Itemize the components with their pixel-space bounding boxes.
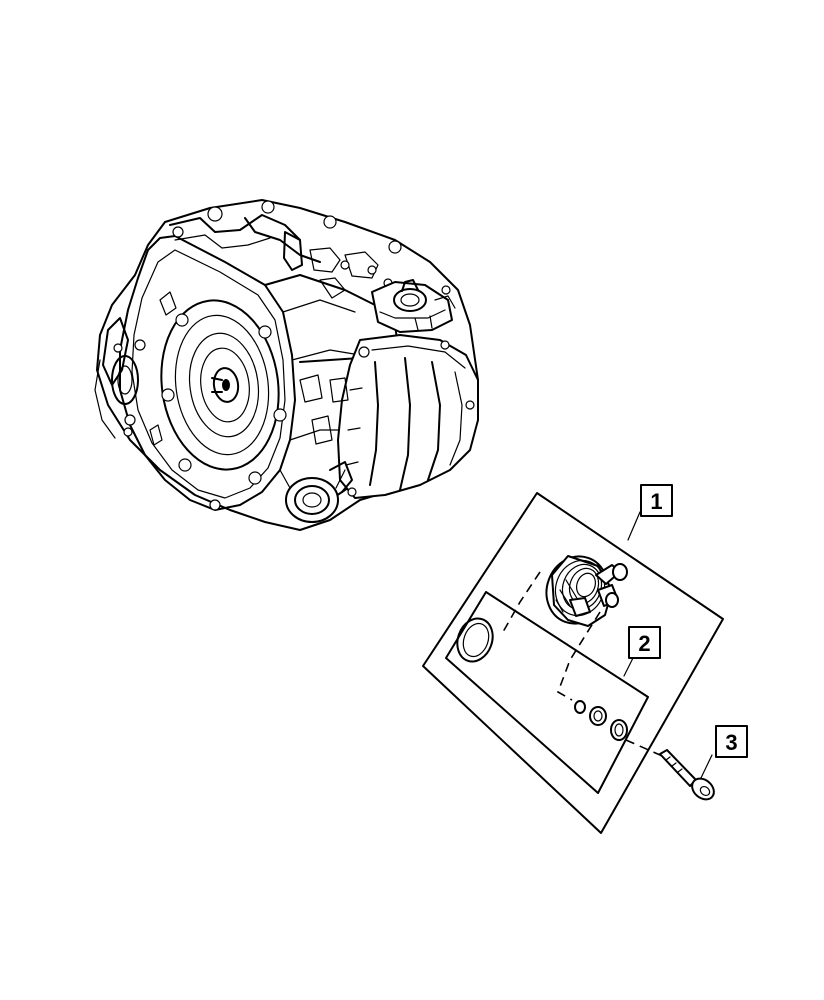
bolt-icon [659,749,715,801]
leader-line-1 [627,511,641,541]
callout-1[interactable]: 1 [640,484,673,517]
leader-line-3 [699,754,713,781]
leader-line-2 [623,655,635,677]
callout-3-label: 3 [725,730,737,755]
oil-cooler-icon [545,555,628,627]
transmission-assembly-icon [94,199,479,531]
callout-2-label: 2 [638,631,650,656]
gasket-ring-icon [456,617,494,663]
callout-1-label: 1 [650,489,662,514]
kit-box-frame [422,492,724,834]
o-ring-seal-icon [574,700,628,741]
callout-3[interactable]: 3 [715,725,748,758]
callout-2[interactable]: 2 [628,626,661,659]
